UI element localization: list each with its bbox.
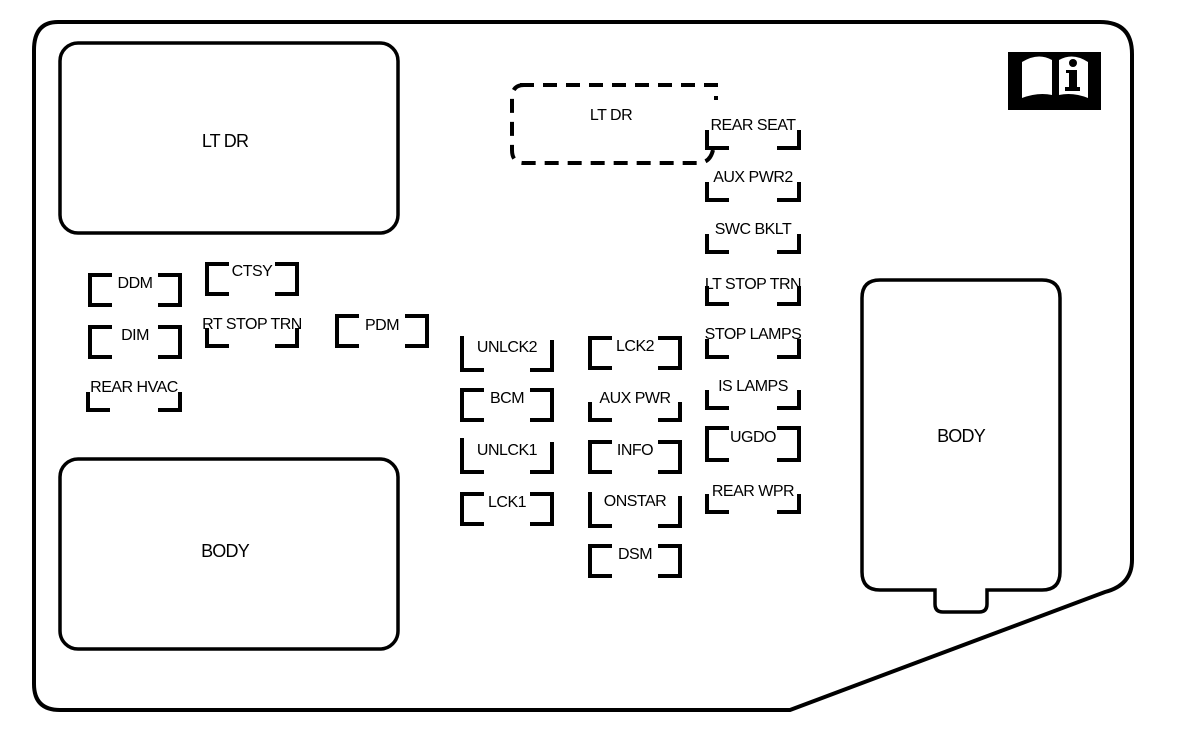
- fuse-slot-bracket: [705, 234, 801, 254]
- fuse-slot-bracket: [205, 262, 299, 296]
- fuse-lt-stop-trn[interactable]: LT STOP TRN: [705, 276, 802, 306]
- fuse-dim[interactable]: DIM: [88, 325, 182, 359]
- fuse-label: STOP LAMPS: [705, 326, 802, 343]
- fuse-ddm[interactable]: DDM: [88, 273, 182, 307]
- fuse-pdm[interactable]: PDM: [335, 314, 429, 348]
- owner-manual-info-icon: [1008, 52, 1101, 110]
- fuse-rt-stop-trn[interactable]: RT STOP TRN: [202, 316, 302, 348]
- fuse-label: AUX PWR: [599, 390, 670, 407]
- fuse-slot-bracket: [705, 130, 801, 150]
- fuse-lck2[interactable]: LCK2: [588, 336, 682, 370]
- fuse-label: DIM: [121, 327, 149, 344]
- fuse-ctsy[interactable]: CTSY: [205, 262, 299, 296]
- fuse-rear-seat[interactable]: REAR SEAT: [705, 117, 801, 150]
- fuse-slot-bracket: [705, 339, 801, 359]
- fuse-slot-bracket: [88, 273, 182, 307]
- relay-lt-dr-left[interactable]: LT DR: [58, 41, 400, 235]
- fuse-label: IS LAMPS: [718, 378, 788, 395]
- fuse-slot-bracket: [335, 314, 429, 348]
- fuse-slot-bracket: [588, 492, 682, 528]
- fuse-slot-bracket: [588, 336, 682, 370]
- fuse-label: LCK2: [616, 338, 655, 355]
- fuse-label: REAR HVAC: [90, 379, 178, 396]
- fuse-swc-bklt[interactable]: SWC BKLT: [705, 221, 801, 254]
- fuse-slot-bracket: [588, 402, 682, 422]
- fuse-slot-bracket: [460, 336, 554, 372]
- fuse-label: LCK1: [488, 494, 527, 511]
- fuse-label: DDM: [118, 275, 153, 292]
- fuse-label: LT STOP TRN: [705, 276, 801, 293]
- fuse-dsm[interactable]: DSM: [588, 544, 682, 578]
- relay-body-left[interactable]: BODY: [58, 457, 400, 651]
- fuse-unlck2[interactable]: UNLCK2: [460, 336, 554, 372]
- fuse-block-outline: [32, 20, 1134, 712]
- fuse-is-lamps[interactable]: IS LAMPS: [705, 378, 801, 410]
- fuse-slot-bracket: [705, 390, 801, 410]
- fuse-label: UNLCK2: [477, 339, 538, 356]
- fuse-label: CTSY: [232, 263, 274, 280]
- relay-label: BODY: [201, 541, 250, 561]
- fuse-onstar[interactable]: ONSTAR: [588, 492, 682, 528]
- fuse-slot-bracket: [460, 492, 554, 526]
- fuse-slot-bracket: [88, 325, 182, 359]
- fuse-group: DDM CTSY DIM RT STOP TRN PDM REAR HVAC UNLCK2B…: [86, 117, 802, 578]
- fuse-aux-pwr2[interactable]: AUX PWR2: [705, 169, 801, 202]
- fuse-label: PDM: [365, 317, 399, 334]
- fuse-label: INFO: [617, 442, 653, 459]
- fuse-label: SWC BKLT: [715, 221, 792, 238]
- fuse-slot-bracket: [588, 440, 682, 474]
- fuse-stop-lamps[interactable]: STOP LAMPS: [705, 326, 802, 359]
- fuse-lck1[interactable]: LCK1: [460, 492, 554, 526]
- fuse-label: ONSTAR: [604, 493, 666, 510]
- fuse-slot-bracket: [588, 544, 682, 578]
- fuse-slot-bracket: [460, 388, 554, 422]
- fuse-rear-hvac[interactable]: REAR HVAC: [86, 379, 182, 412]
- fuse-label: UNLCK1: [477, 442, 538, 459]
- fuse-rear-wpr[interactable]: REAR WPR: [705, 483, 801, 514]
- fuse-label: BCM: [490, 390, 524, 407]
- fuse-label: REAR WPR: [712, 483, 794, 500]
- fuse-ugdo[interactable]: UGDO: [705, 426, 801, 462]
- relay-body-right[interactable]: BODY: [860, 278, 1062, 614]
- fuse-slot-bracket: [705, 426, 801, 462]
- fuse-slot-bracket: [205, 328, 299, 348]
- fuse-slot-bracket: [705, 182, 801, 202]
- fuse-bcm[interactable]: BCM: [460, 388, 554, 422]
- relay-label: LT DR: [590, 107, 632, 124]
- fuse-label: AUX PWR2: [713, 169, 793, 186]
- fuse-slot-bracket: [705, 286, 801, 306]
- fuse-aux-pwr[interactable]: AUX PWR: [588, 390, 682, 422]
- fuse-label: RT STOP TRN: [202, 316, 302, 333]
- fuse-info[interactable]: INFO: [588, 440, 682, 474]
- fuse-label: DSM: [618, 546, 652, 563]
- fuse-label: UGDO: [730, 429, 776, 446]
- fuse-label: REAR SEAT: [711, 117, 797, 134]
- relay-label: BODY: [937, 426, 986, 446]
- fuse-slot-bracket: [460, 438, 554, 474]
- fuse-unlck1[interactable]: UNLCK1: [460, 438, 554, 474]
- fuse-slot-bracket: [86, 392, 182, 412]
- fuse-slot-bracket: [705, 494, 801, 514]
- relay-lt-dr-dashed[interactable]: LT DR: [510, 83, 718, 165]
- relay-label: LT DR: [202, 131, 249, 151]
